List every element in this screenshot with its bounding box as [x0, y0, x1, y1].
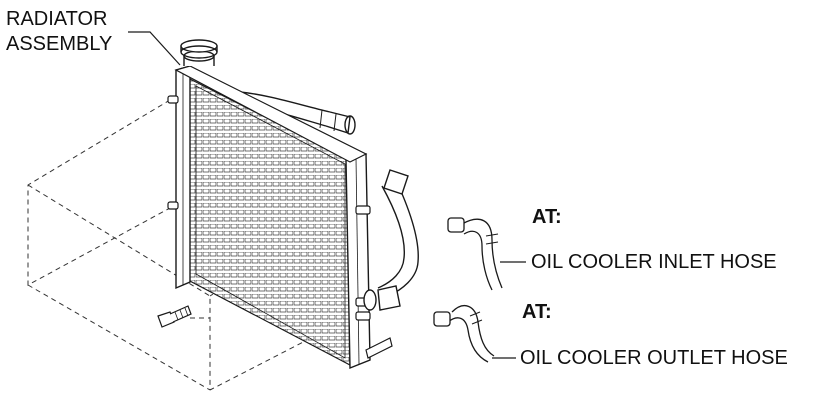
oil-cooler-outlet-hose-label: OIL COOLER OUTLET HOSE: [520, 347, 788, 369]
radiator-cap-icon: [180, 39, 218, 66]
at-inlet-label: AT:: [532, 206, 562, 228]
oil-cooler-inlet-hose: [447, 217, 503, 291]
at-outlet-label: AT:: [522, 301, 552, 323]
oil-cooler-inlet-hose-label: OIL COOLER INLET HOSE: [531, 251, 777, 273]
drain-plug-icon: [365, 337, 393, 359]
radiator-assembly-label-line2: ASSEMBLY: [6, 33, 113, 55]
bolt-icon: [157, 305, 192, 328]
oil-cooler-outlet-hose: [433, 305, 495, 363]
lower-radiator-hose: [363, 169, 419, 311]
right-tank: [345, 153, 371, 370]
leader-lines: [128, 31, 526, 359]
radiator-assembly-label-line1: RADIATOR: [6, 8, 108, 30]
radiator-core: [187, 77, 351, 366]
mounting-pins: [167, 95, 371, 321]
top-tank-edge: [174, 65, 368, 163]
